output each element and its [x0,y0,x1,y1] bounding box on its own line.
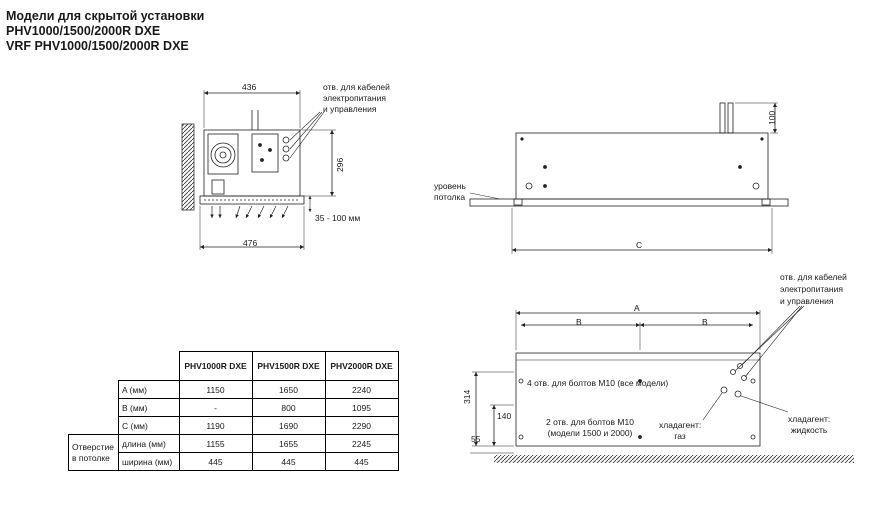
cell: 445 [178,452,253,471]
cell: 1690 [251,416,326,435]
ceiling-opening-group: Отверстие в потолке [68,434,119,471]
front-ceiling-panel [469,198,789,207]
row-label: длина (мм) [118,434,180,453]
dim-a: A [634,303,640,313]
title-line-1: Модели для скрытой установки [6,9,205,23]
dim-gap: 35 - 100 мм [315,213,361,223]
cell: 2240 [324,380,399,399]
col-header: PHV1500R DXE [251,351,326,381]
side-grille [199,195,305,205]
cable-note-side: отв. для кабелей электропитания и управл… [323,82,390,114]
cell: 1155 [178,434,253,453]
dim-140: 140 [497,411,512,421]
cell: 2245 [324,434,399,453]
row-label: C (мм) [118,416,180,435]
dim-55: 55 [471,434,481,444]
refrigerant-gas-label: хладагент: газ [659,420,702,441]
holes-two-note: 2 отв. для болтов M10 (модели 1500 и 200… [546,417,634,438]
table-row: ширина (мм) 445 445 445 [69,452,399,471]
dim-314: 314 [462,389,472,404]
cell: 1190 [178,416,253,435]
dim-100: 100 [767,110,777,125]
title-line-3: VRF PHV1000/1500/2000R DXE [6,39,189,53]
cell: 445 [251,452,326,471]
spec-table: PHV1000R DXE PHV1500R DXE PHV2000R DXE A… [68,351,399,471]
dim-476: 476 [243,238,258,248]
dim-436: 436 [242,82,257,92]
side-view [181,90,336,250]
table-row: B (мм) - 800 1095 [69,398,399,417]
title-line-2: PHV1000/1500/2000R DXE [6,24,161,38]
table-header-row: PHV1000R DXE PHV1500R DXE PHV2000R DXE [69,351,399,381]
cell: 445 [324,452,399,471]
wall-hatch [181,123,195,211]
cell: 1650 [251,380,326,399]
dim-b-right: B [702,317,708,327]
top-unit-body [515,352,761,447]
row-label: B (мм) [118,398,180,417]
cell: 1150 [178,380,253,399]
cell: 1655 [251,434,326,453]
front-view [469,102,789,254]
table-row: Отверстие в потолке длина (мм) 1155 1655… [68,434,399,471]
cell: 2290 [324,416,399,435]
ceiling-level-label: уровень потолка [434,181,466,202]
fan-circle [210,142,236,168]
cell: 1095 [324,398,399,417]
cable-note-top: отв. для кабелей электропитания и управл… [780,272,847,306]
col-header: PHV2000R DXE [324,351,399,381]
cell: - [178,398,253,417]
cell: 800 [251,398,326,417]
col-header: PHV1000R DXE [178,351,253,381]
row-label: ширина (мм) [118,452,180,471]
holes-all-note: 4 отв. для болтов M10 (все модели) [527,378,669,388]
dim-296: 296 [335,157,345,172]
top-view [470,305,854,463]
table-row: C (мм) 1190 1690 2290 [68,416,399,435]
front-unit-body [515,132,769,200]
row-label: A (мм) [118,380,180,399]
table-row: A (мм) 1150 1650 2240 [69,380,399,399]
refrigerant-liquid-label: хладагент: жидкость [788,414,831,435]
dim-c: C [636,240,643,250]
floor-hatch [494,455,854,463]
dim-b-left: B [576,317,582,327]
